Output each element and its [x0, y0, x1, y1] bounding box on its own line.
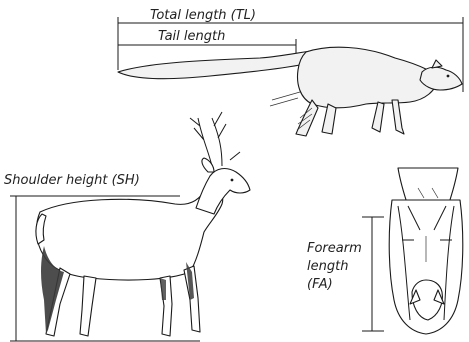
forearm-label-line1: Forearm	[307, 241, 362, 256]
shoulder-height-label: Shoulder height (SH)	[4, 173, 140, 188]
forearm-label-line3: (FA)	[307, 277, 333, 292]
civet-illustration	[118, 47, 462, 136]
forearm-length-measure	[362, 217, 384, 331]
bat-illustration	[389, 168, 463, 334]
forearm-label-line2: length	[307, 259, 348, 274]
tail-length-label: Tail length	[158, 29, 225, 44]
deer-illustration	[36, 112, 250, 336]
total-length-label: Total length (TL)	[150, 8, 256, 23]
